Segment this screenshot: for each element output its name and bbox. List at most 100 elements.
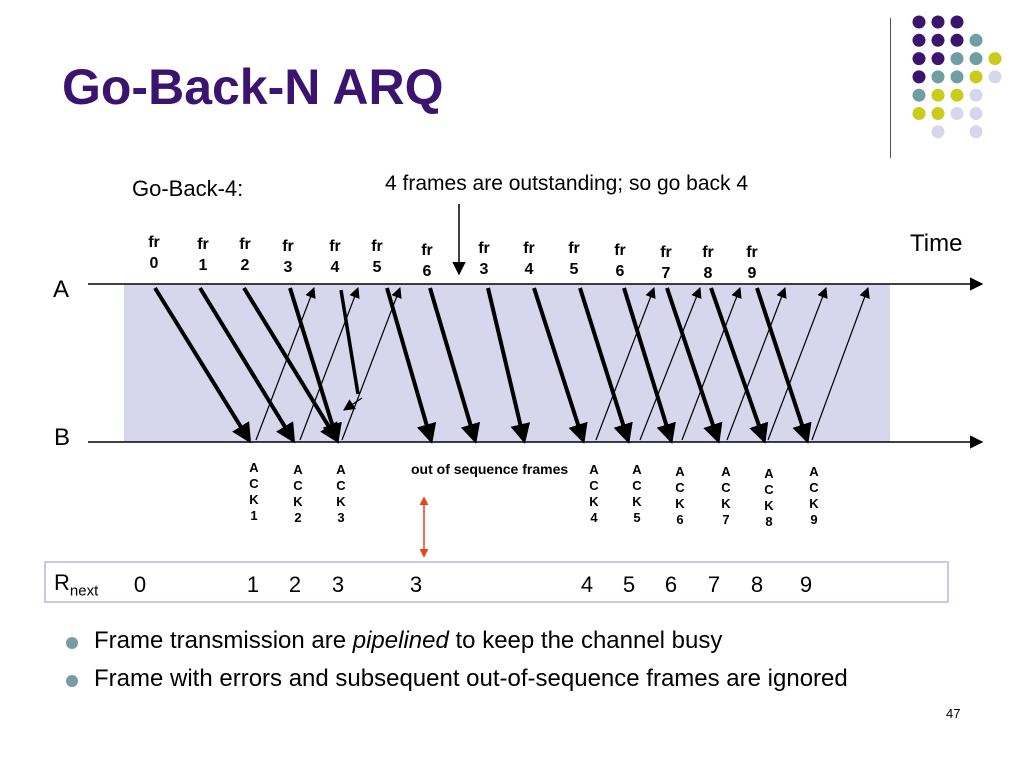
frame-arrow xyxy=(385,287,437,444)
bullet-list: Frame transmission are pipelined to keep… xyxy=(62,622,848,698)
frame-label: fr 5 xyxy=(568,240,580,278)
rnext-value: 3 xyxy=(331,572,345,597)
ack-label: A C K 7 xyxy=(721,464,731,527)
ack-label: A C K 5 xyxy=(632,462,642,525)
outstanding-annotation: 4 frames are outstanding; so go back 4 xyxy=(385,172,749,195)
time-label: Time xyxy=(910,230,963,257)
ack-arrow xyxy=(255,286,316,441)
frame-arrow xyxy=(578,287,633,444)
frame-label: fr 8 xyxy=(702,244,714,282)
ack-arrow xyxy=(726,286,787,441)
out-of-sequence-label: out of sequence frames xyxy=(411,461,569,477)
frame-arrow xyxy=(198,286,296,444)
frame-arrow xyxy=(428,287,481,444)
rnext-value: 4 xyxy=(580,572,594,597)
ack-arrow xyxy=(595,286,656,441)
decorative-dot xyxy=(950,33,964,47)
ack-label: A C K 4 xyxy=(589,462,599,525)
rnext-value: 0 xyxy=(133,572,147,597)
rnext-value: 7 xyxy=(707,572,721,597)
frame-label: fr 2 xyxy=(239,236,251,274)
frame-label: fr 5 xyxy=(371,238,383,276)
header-divider xyxy=(890,18,891,158)
bullet-pipelined: Frame transmission are pipelined to keep… xyxy=(62,622,848,660)
rnext-value: 1 xyxy=(246,572,260,597)
decorative-dot xyxy=(931,70,945,84)
decorative-dot xyxy=(912,33,926,47)
frame-label: fr 4 xyxy=(523,240,535,278)
decorative-dot xyxy=(950,15,964,29)
ack-arrow xyxy=(341,286,402,441)
lane-b-label: B xyxy=(54,424,71,451)
frame-arrow xyxy=(665,287,723,444)
ack-arrow xyxy=(681,286,742,441)
decorative-dot xyxy=(931,33,945,47)
decorative-dot xyxy=(931,88,945,102)
frame-arrow xyxy=(288,287,342,444)
frame-label: fr 0 xyxy=(148,234,160,272)
rnext-value: 9 xyxy=(799,572,813,597)
go-back-4-label: Go-Back-4: xyxy=(132,176,244,201)
rnext-value: 3 xyxy=(409,572,423,597)
ack-label: A C K 2 xyxy=(293,462,303,525)
decorative-dot xyxy=(969,107,983,120)
frame-arrow xyxy=(622,287,676,444)
ack-label: A C K 1 xyxy=(249,460,259,523)
decorative-dot xyxy=(931,15,945,29)
frame-arrow xyxy=(486,287,531,444)
frame-arrow xyxy=(709,287,769,444)
frame-label: fr 1 xyxy=(197,236,209,274)
frame-label: fr 4 xyxy=(329,238,341,276)
ack-arrow xyxy=(299,286,360,441)
ack-label: A C K 8 xyxy=(764,466,774,529)
decorative-dot xyxy=(988,70,1002,84)
rnext-value: 8 xyxy=(750,572,764,597)
decorative-dot xyxy=(969,33,983,47)
rnext-value: 2 xyxy=(288,572,302,597)
frame-label: fr 7 xyxy=(660,244,672,282)
lane-a-label: A xyxy=(53,276,70,303)
error-frame-4-arrow xyxy=(339,289,360,395)
page-number: 47 xyxy=(946,706,961,721)
rnext-value: 6 xyxy=(664,572,678,597)
frame-arrow xyxy=(242,286,340,444)
decorative-dot xyxy=(912,52,926,66)
frame-arrow xyxy=(153,286,252,444)
slide-title: Go-Back-N ARQ xyxy=(62,59,444,115)
decorative-dot xyxy=(969,52,983,66)
decorative-dot xyxy=(931,125,945,139)
decorative-dot xyxy=(969,70,983,84)
decorative-dot xyxy=(969,125,983,139)
decorative-dot xyxy=(969,88,983,102)
ack-label: A C K 9 xyxy=(809,464,819,527)
decorative-dot xyxy=(988,52,1002,66)
decorative-dot xyxy=(931,107,945,120)
decorative-dot xyxy=(931,52,945,66)
frame-label: fr 3 xyxy=(282,238,294,276)
decorative-dot xyxy=(950,70,964,84)
ack-arrow xyxy=(767,286,828,441)
rnext-value: 5 xyxy=(622,572,636,597)
decorative-dot-grid xyxy=(912,15,1002,139)
frame-label: fr 3 xyxy=(478,240,490,278)
decorative-dot xyxy=(912,70,926,84)
bullet-ignored: Frame with errors and subsequent out-of-… xyxy=(62,660,848,698)
decorative-dot xyxy=(950,52,964,66)
frame-label: fr 6 xyxy=(614,242,626,280)
frame-arrow xyxy=(532,287,588,444)
ack-label: A C K 3 xyxy=(336,462,346,525)
frame-label: fr 6 xyxy=(421,242,433,280)
decorative-dot xyxy=(950,107,964,120)
decorative-dot xyxy=(950,88,964,102)
ack-arrow xyxy=(811,286,870,441)
error-indicator-arrow xyxy=(343,397,363,411)
frame-label: fr 9 xyxy=(746,244,758,282)
ack-arrow xyxy=(639,286,702,441)
decorative-dot xyxy=(912,107,926,120)
frame-arrow xyxy=(755,287,812,444)
rnext-box xyxy=(44,561,949,603)
decorative-dot xyxy=(912,15,926,29)
rnext-label: Rnext xyxy=(54,570,99,600)
decorative-dot xyxy=(912,88,926,102)
